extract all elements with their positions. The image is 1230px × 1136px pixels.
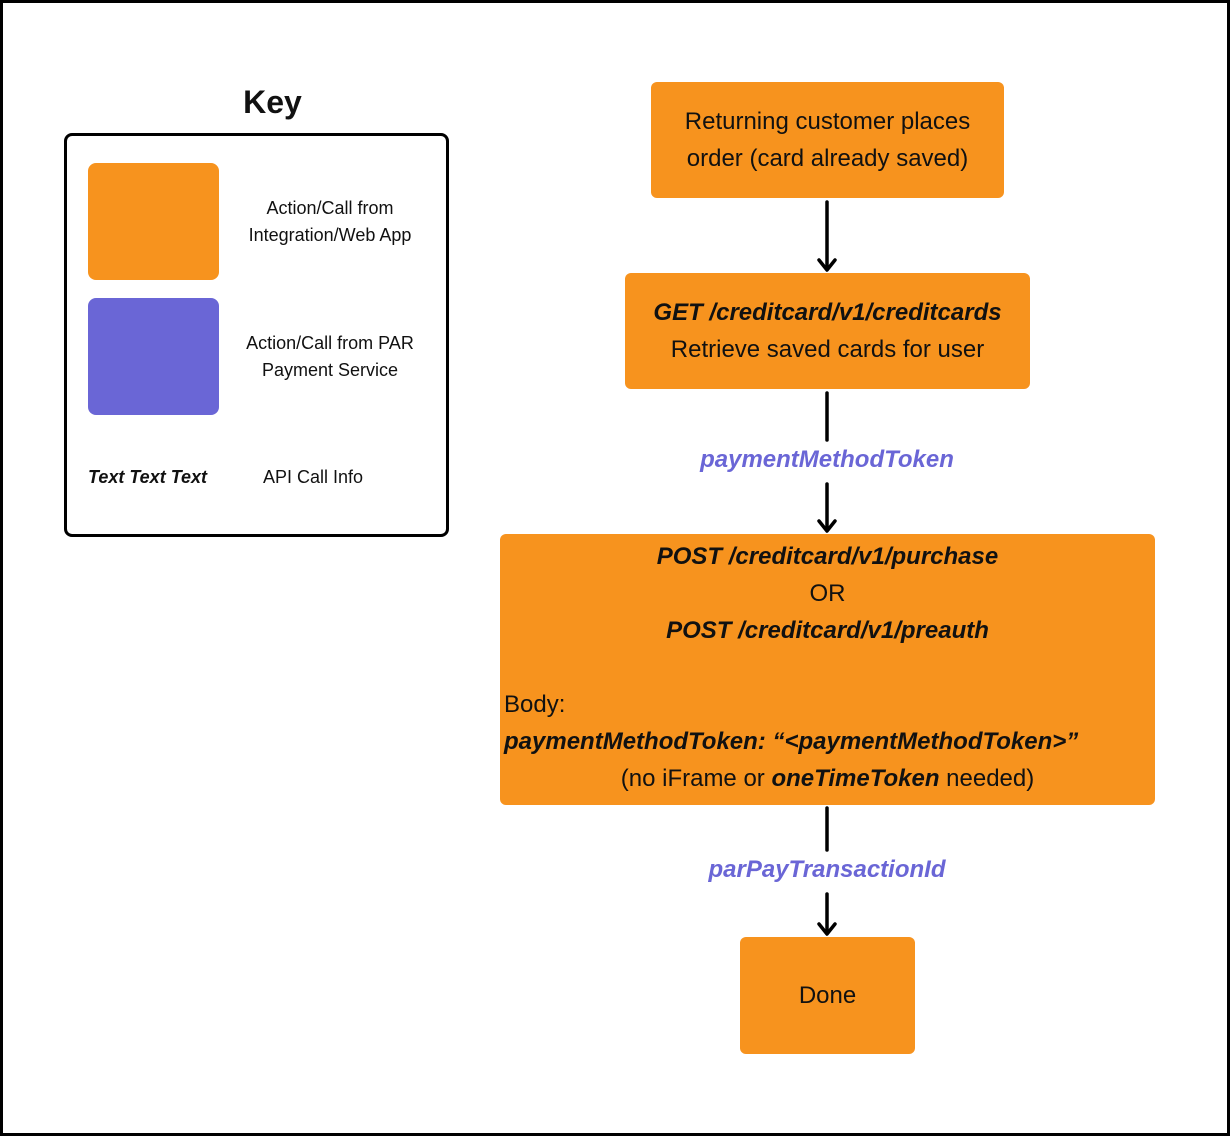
key-label-par-service: Action/Call from PAR Payment Service <box>246 333 414 380</box>
edge-label-par-pay-transaction-id: parPayTransactionId <box>708 856 946 883</box>
key-swatch-integration <box>88 163 219 280</box>
edge-label-payment-method-token: paymentMethodToken <box>700 446 954 473</box>
key-sample-text: Text Text Text <box>88 467 208 487</box>
step3-note: (no iFrame or oneTimeToken needed) <box>621 760 1035 797</box>
step3-note-suffix: needed) <box>939 765 1035 792</box>
step1-line1: Returning customer places <box>684 108 971 135</box>
step-returning-customer: Returning customer places order (card al… <box>651 82 1004 198</box>
step3-note-prefix: (no iFrame or <box>620 765 772 792</box>
step-get-creditcards: GET /creditcard/v1/creditcards Retrieve … <box>625 273 1030 389</box>
step3-note-token: oneTimeToken <box>771 765 940 792</box>
step1-line2: order (card already saved) <box>686 145 969 172</box>
key-swatch-par-service <box>88 298 219 415</box>
step2-description: Retrieve saved cards for user <box>670 336 985 363</box>
step3-api-purchase: POST /creditcard/v1/purchase <box>656 543 999 570</box>
key-label-integration: Action/Call from Integration/Web App <box>248 198 412 245</box>
step3-api-preauth: POST /creditcard/v1/preauth <box>666 617 989 644</box>
step-done: Done <box>740 937 915 1054</box>
step2-api-call: GET /creditcard/v1/creditcards <box>653 299 1002 326</box>
step3-body-field: paymentMethodToken: “<paymentMethodToken… <box>504 728 1079 755</box>
key-legend: Action/Call from Integration/Web App Act… <box>64 133 449 537</box>
key-api-label: API Call Info <box>263 467 364 487</box>
step3-or: OR <box>809 580 846 607</box>
key-title: Key <box>243 84 302 120</box>
step4-label: Done <box>798 982 857 1009</box>
step3-body-label: Body: <box>504 691 566 718</box>
step-post-purchase-preauth: POST /creditcard/v1/purchase OR POST /cr… <box>500 534 1155 805</box>
